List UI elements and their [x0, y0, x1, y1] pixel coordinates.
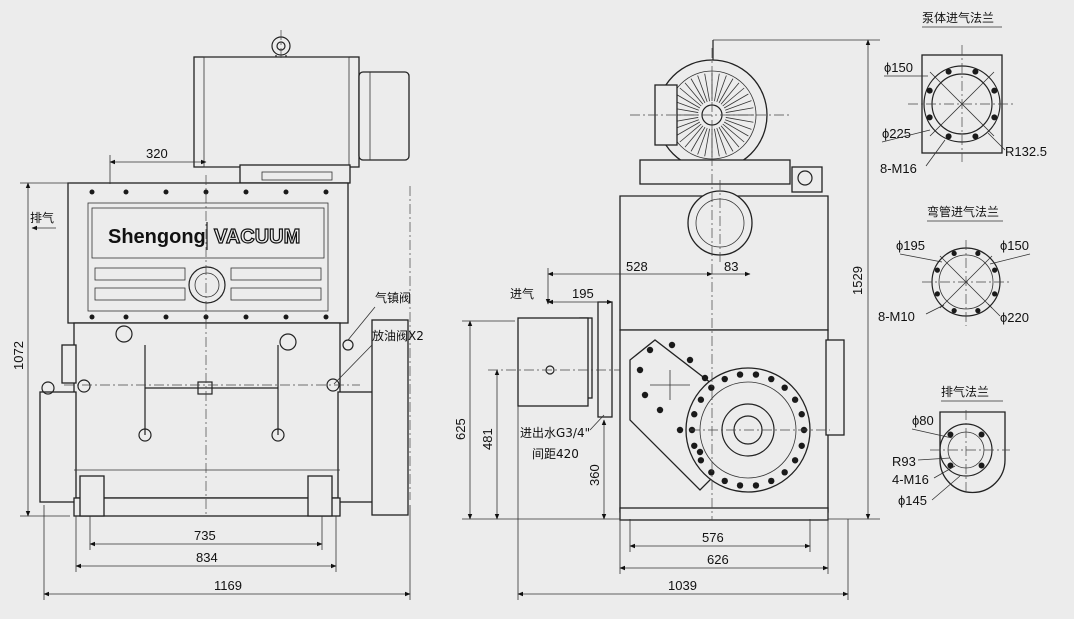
flange-elbow-inlet-bolts: 8-M10 — [878, 309, 915, 324]
brand-suffix: VACUUM — [214, 226, 300, 248]
pump-top-housing — [67, 182, 349, 324]
flange-pump-inlet-radius: R132.5 — [1005, 144, 1047, 159]
flange-pump-inlet: 泵体进气法兰 ϕ150 ϕ225 8-M16 R132.5 — [880, 10, 1047, 176]
dim-1529: 1529 — [850, 266, 865, 295]
flange-pump-inlet-d150: ϕ150 — [884, 60, 913, 75]
dim-1169: 1169 — [214, 578, 242, 593]
flange-exhaust-d145: ϕ145 — [898, 493, 927, 508]
dim-320: 320 — [146, 146, 168, 161]
cooling-piping — [115, 325, 297, 442]
label-gas-ballast: 气镇阀 — [375, 290, 411, 305]
sight-glass — [188, 266, 226, 304]
dim-1072: 1072 — [11, 341, 26, 370]
label-water-connection: 进出水G3/4" — [520, 426, 590, 440]
flange-elbow-inlet-d195: ϕ195 — [896, 238, 925, 253]
dim-576: 576 — [702, 530, 724, 545]
flange-exhaust-bolts: 4-M16 — [892, 472, 929, 487]
motor-body — [193, 56, 360, 168]
label-inlet: 进气 — [510, 286, 534, 301]
flange-elbow-inlet-d220: ϕ220 — [1000, 310, 1029, 325]
motor-fan-cover — [358, 71, 410, 161]
dim-625: 625 — [453, 418, 468, 440]
label-drain-valve: 放油阀X2 — [372, 328, 424, 343]
flange-exhaust-radius: R93 — [892, 454, 916, 469]
dim-195: 195 — [572, 286, 594, 301]
flange-exhaust: 排气法兰 ϕ80 R93 4-M16 ϕ145 — [892, 384, 1010, 508]
dim-735: 735 — [194, 528, 216, 543]
flange-pump-inlet-d225: ϕ225 — [882, 126, 911, 141]
dim-1039: 1039 — [668, 578, 697, 593]
dim-834: 834 — [196, 550, 218, 565]
right-view: 528 83 进气 195 625 481 360 进出水G3/4" 间距420… — [453, 39, 880, 600]
flange-exhaust-d80: ϕ80 — [912, 413, 934, 428]
left-view: Shengong VACUUM — [11, 30, 424, 600]
pump-base — [73, 497, 341, 517]
dim-626: 626 — [707, 552, 729, 567]
dim-83: 83 — [724, 259, 738, 274]
flange-elbow-inlet-d150: ϕ150 — [1000, 238, 1029, 253]
flange-pump-inlet-bolts: 8-M16 — [880, 161, 917, 176]
flange-pump-inlet-title: 泵体进气法兰 — [922, 10, 994, 25]
housing-bolts — [89, 189, 329, 320]
dim-481: 481 — [480, 428, 495, 450]
dim-360: 360 — [587, 464, 602, 486]
rotor-bolt-ring — [636, 341, 808, 489]
dim-528: 528 — [626, 259, 648, 274]
pump-lower-body — [73, 322, 341, 499]
flange-exhaust-title: 排气法兰 — [941, 384, 989, 399]
label-exhaust: 排气 — [30, 210, 54, 225]
flange-elbow-inlet-title: 弯管进气法兰 — [927, 204, 999, 219]
brand-name: Shengong — [108, 226, 206, 248]
label-spacing: 间距420 — [532, 447, 579, 461]
flange-elbow-inlet: 弯管进气法兰 ϕ195 ϕ150 8-M10 ϕ220 — [878, 204, 1031, 326]
